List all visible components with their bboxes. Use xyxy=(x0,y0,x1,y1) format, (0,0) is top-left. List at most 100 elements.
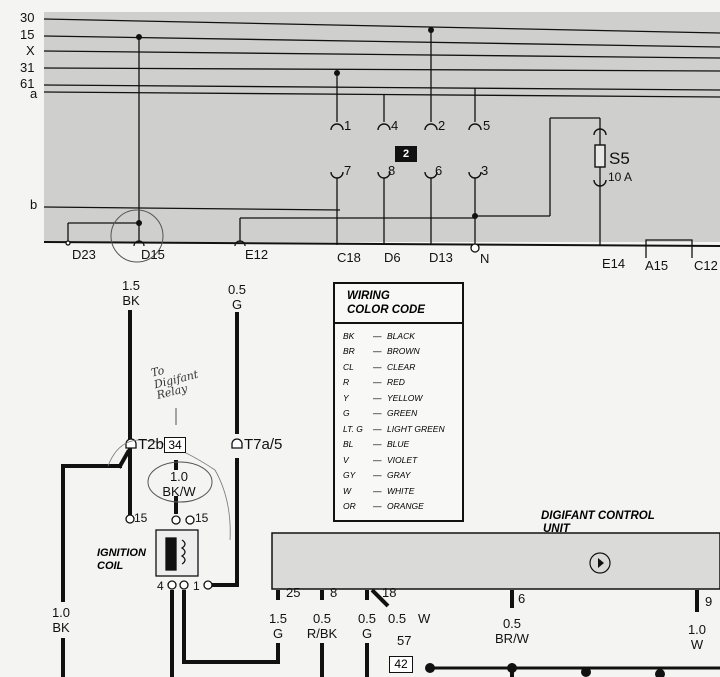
relay-terminal-2: 2 xyxy=(438,118,446,133)
wire-d15-color: BK xyxy=(122,293,140,308)
legend-code: G xyxy=(343,408,350,418)
legend-code: BK xyxy=(343,330,355,341)
legend-code: Y xyxy=(343,392,349,403)
legend-dash: — xyxy=(373,377,382,387)
relay-terminal-1: 1 xyxy=(344,118,352,133)
legend-code: W xyxy=(343,485,352,496)
connector-d23: D23 xyxy=(72,247,96,262)
connector-d6: D6 xyxy=(384,250,401,265)
legend-dash: — xyxy=(373,439,382,449)
legend-entry: Y — YELLOW xyxy=(335,390,462,406)
legend-dash: — xyxy=(373,346,382,356)
control-unit-label: DIGIFANT CONTROL UNIT xyxy=(541,510,655,536)
ignition-coil-label: IGNITION COIL xyxy=(97,547,146,572)
relay-terminal-8: 8 xyxy=(388,163,396,178)
legend-color-name: GREEN xyxy=(387,408,418,418)
legend-dash: — xyxy=(373,330,382,341)
legend-color-name: GRAY xyxy=(387,470,411,480)
relay-wires xyxy=(67,30,601,245)
relay-terminal-3: 3 xyxy=(481,163,489,178)
connector-pins xyxy=(65,240,480,253)
box-42: 42 xyxy=(389,656,413,673)
w18-bend xyxy=(370,588,390,608)
wire-e12-gauge: 0.5 xyxy=(227,282,247,297)
connector-d15: D15 xyxy=(141,247,165,262)
wire-w25-gauge: 1.5 xyxy=(268,611,288,626)
legend-code: GY xyxy=(343,470,356,480)
connector-d13: D13 xyxy=(429,250,453,265)
coil-pin-4: 4 xyxy=(157,579,164,593)
legend-entry: G — GREEN xyxy=(335,405,462,421)
wire-w8-gauge: 0.5 xyxy=(312,611,332,626)
wire-coilfeed-color: BK/W xyxy=(162,484,196,499)
control-unit-symbol xyxy=(589,552,611,574)
bus-label-x: X xyxy=(26,43,35,58)
legend-entry: OR— ORANGE xyxy=(335,498,462,514)
plug-t7a-label: T7a/5 xyxy=(244,436,283,453)
wire-w18b-color: W xyxy=(418,611,431,626)
legend-dash: — xyxy=(373,408,382,418)
legend-entry: BK— BLACK xyxy=(335,328,462,344)
legend-dash: — xyxy=(373,501,382,511)
wire-w6-gauge: 0.5 xyxy=(502,616,522,631)
wire-d15-gauge: 1.5 xyxy=(121,278,141,293)
fuse-label: S5 xyxy=(609,149,630,168)
connector-n: N xyxy=(480,251,490,266)
legend-code: BL xyxy=(343,439,354,449)
wire-coilfeed-gauge: 1.0 xyxy=(169,469,189,484)
wire-w25-color: G xyxy=(272,626,284,641)
legend-entry: LT. G— LIGHT GREEN xyxy=(335,421,462,437)
bus-lines xyxy=(43,18,720,211)
bus-label-30: 30 xyxy=(20,10,35,25)
legend-color-name: VIOLET xyxy=(387,454,418,465)
coil-pin-1: 1 xyxy=(193,579,200,593)
legend-code: V xyxy=(343,454,349,465)
wire-leftbk-gauge: 1.0 xyxy=(51,605,71,620)
bus-label-b: b xyxy=(30,197,38,212)
plug-terminals xyxy=(125,438,243,449)
cu-pin-9: 9 xyxy=(705,594,713,609)
legend-color-name: ORANGE xyxy=(387,501,424,511)
legend-dash: — xyxy=(373,392,382,403)
legend-dash: — xyxy=(373,423,382,434)
bottom-bus xyxy=(425,663,720,677)
wire-leftbk-color: BK xyxy=(52,620,70,635)
connector-e14: E14 xyxy=(602,256,626,271)
plug-t2b-box: 34 xyxy=(164,437,186,453)
relay-terminal-4: 4 xyxy=(391,118,399,133)
connector-e12: E12 xyxy=(245,247,269,262)
legend-color-name: WHITE xyxy=(387,485,415,496)
legend-dash: — xyxy=(373,470,382,480)
hand-circle-d15 xyxy=(110,209,164,263)
junction-dots xyxy=(136,27,478,226)
hand-circle-bkw xyxy=(147,461,213,503)
wire-w18b-gauge: 0.5 xyxy=(388,611,407,626)
wire-w18-gauge: 0.5 xyxy=(357,611,377,626)
control-unit-box xyxy=(271,532,720,590)
legend-code: R xyxy=(343,377,350,387)
wire-w9-color: W xyxy=(690,637,704,652)
legend-title: WIRING COLOR CODE xyxy=(335,284,462,324)
wire-w18-color: G xyxy=(361,626,373,641)
a15-bracket xyxy=(645,239,693,258)
relay-panel xyxy=(44,12,720,242)
relay-terminal-7: 7 xyxy=(344,163,352,178)
bus-label-a: a xyxy=(30,86,38,101)
ignition-coil-symbol xyxy=(125,514,213,590)
legend-color-name: BLUE xyxy=(387,439,410,449)
legend-entry: BL — BLUE xyxy=(335,436,462,452)
bus-label-61: 61 xyxy=(20,76,35,91)
legend-entry: CL— CLEAR xyxy=(335,359,462,375)
relay-terminal-5: 5 xyxy=(483,118,491,133)
cu-pin-6: 6 xyxy=(518,591,526,606)
legend-dash: — xyxy=(373,485,382,496)
cu-pin-18: 18 xyxy=(382,585,397,600)
legend-color-name: YELLOW xyxy=(387,392,423,403)
legend-code: BR xyxy=(343,346,355,356)
legend-color-name: LIGHT GREEN xyxy=(387,423,445,434)
bus-label-15: 15 xyxy=(20,27,35,42)
legend-color-name: RED xyxy=(387,377,405,387)
wire-w9-gauge: 1.0 xyxy=(687,622,707,637)
